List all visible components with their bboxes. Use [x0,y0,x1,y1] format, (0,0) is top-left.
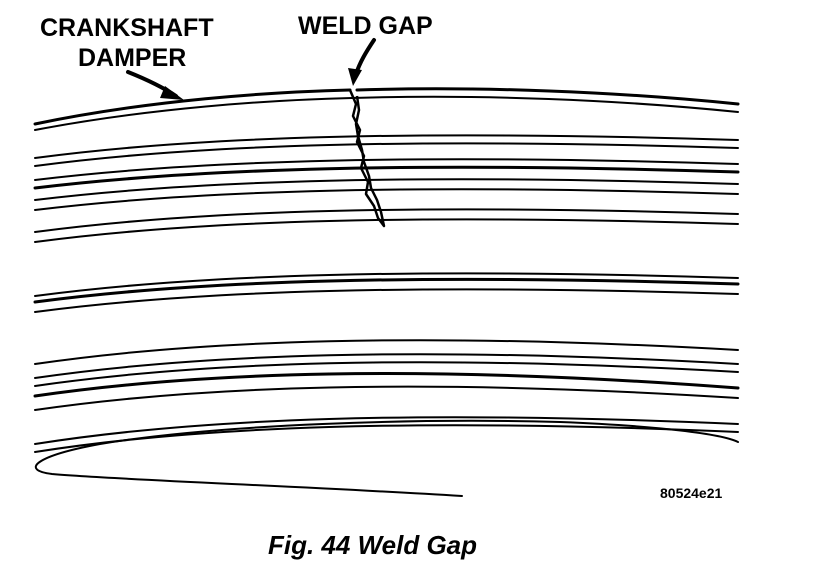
damper-callout-label-line2: DAMPER [78,44,186,72]
figure-caption: Fig. 44 Weld Gap [268,530,477,560]
damper-upper-grooves [33,134,740,243]
figure-reference-code: 80524e21 [660,485,723,501]
damper-callout-arrow [126,70,184,100]
damper-lower-grooves [33,339,740,453]
weld-gap-callout-label: WELD GAP [298,12,433,40]
weld-gap-callout-arrow [348,38,376,86]
damper-middle-grooves [33,272,740,313]
damper-callout-label-line1: CRANKSHAFT [40,14,214,42]
damper-outer-edge [33,87,740,131]
damper-inner-hub-edge [34,419,739,497]
weld-gap-crack [348,89,386,228]
